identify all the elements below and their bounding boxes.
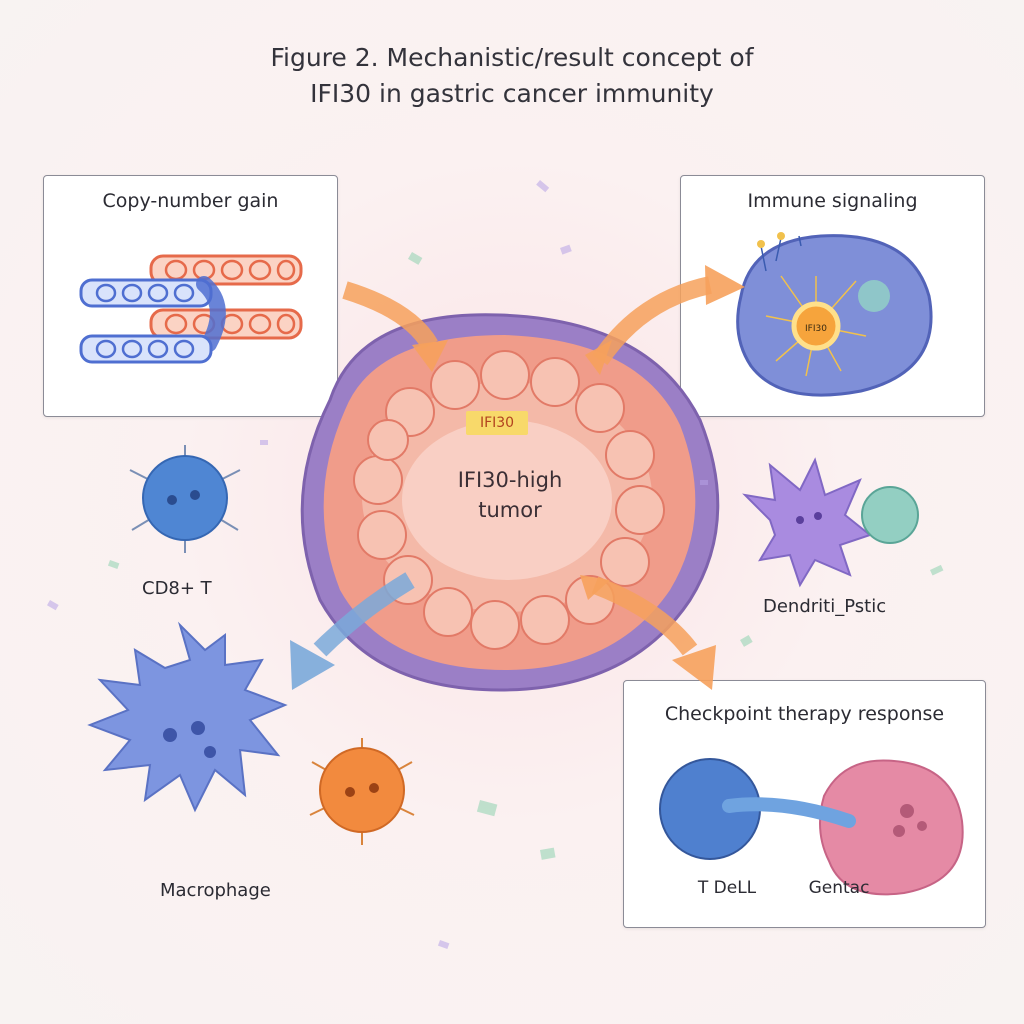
synapse-bridge xyxy=(722,797,856,828)
copy-number-label: Copy-number gain xyxy=(102,190,279,212)
orange-cell xyxy=(309,738,415,845)
tumor-label-line-1: IFI30-high xyxy=(457,468,563,492)
checkpoint-illustration: T DeLL Gentac xyxy=(659,758,964,898)
arrow-tumor-to-signaling xyxy=(585,265,745,375)
checkpoint-panel: Checkpoint therapy response T DeLL Genta… xyxy=(623,680,986,928)
arrow-tumor-to-checkpoint xyxy=(580,575,716,690)
checkpoint-label: Checkpoint therapy response xyxy=(664,703,945,725)
cd8-cell xyxy=(129,445,241,553)
figure-title-line-2: IFI30 in gastric cancer immunity xyxy=(310,79,714,108)
figure-title: Figure 2. Mechanistic/result concept of … xyxy=(0,40,1024,112)
chromosome-illustration xyxy=(79,254,303,364)
signaling-nucleus-label: IFI30 xyxy=(805,324,827,334)
copy-number-panel: Copy-number gain xyxy=(43,175,338,417)
cd8-label: CD8+ T xyxy=(142,578,212,599)
signaling-nucleus-small xyxy=(858,280,890,312)
background-particles xyxy=(46,179,944,950)
t-cell-label: T DeLL xyxy=(697,878,757,898)
tumor-cell-ring xyxy=(353,350,665,650)
macrophage-label: Macrophage xyxy=(160,880,271,901)
arrow-tumor-to-macrophage xyxy=(290,572,415,690)
blue-chromosome-bottom xyxy=(79,334,213,364)
tumor-label: IFI30-high tumor xyxy=(380,465,640,525)
immune-signaling-label: Immune signaling xyxy=(747,190,918,212)
immune-signaling-panel: Immune signaling IFI30 xyxy=(680,175,985,417)
tumor-label-line-2: tumor xyxy=(478,498,542,522)
ifi30-badge: IFI30 xyxy=(466,411,528,435)
dendritic-label: Dendriti_Pstic xyxy=(763,596,887,617)
macrophage-cell xyxy=(87,621,288,813)
figure-title-line-1: Figure 2. Mechanistic/result concept of xyxy=(270,43,754,72)
signaling-nucleus xyxy=(791,301,841,351)
blue-chromosome-bend xyxy=(196,276,226,352)
receptor-antennae xyxy=(760,235,802,272)
arrow-copy-number-to-tumor xyxy=(342,281,448,372)
dendritic-cell xyxy=(742,457,919,588)
orange-chromosome-bottom xyxy=(149,308,303,340)
signaling-cell-illustration: IFI30 xyxy=(736,232,933,397)
tumor-cell-pink xyxy=(819,759,964,896)
tumor-cell-label: Gentac xyxy=(809,878,870,898)
